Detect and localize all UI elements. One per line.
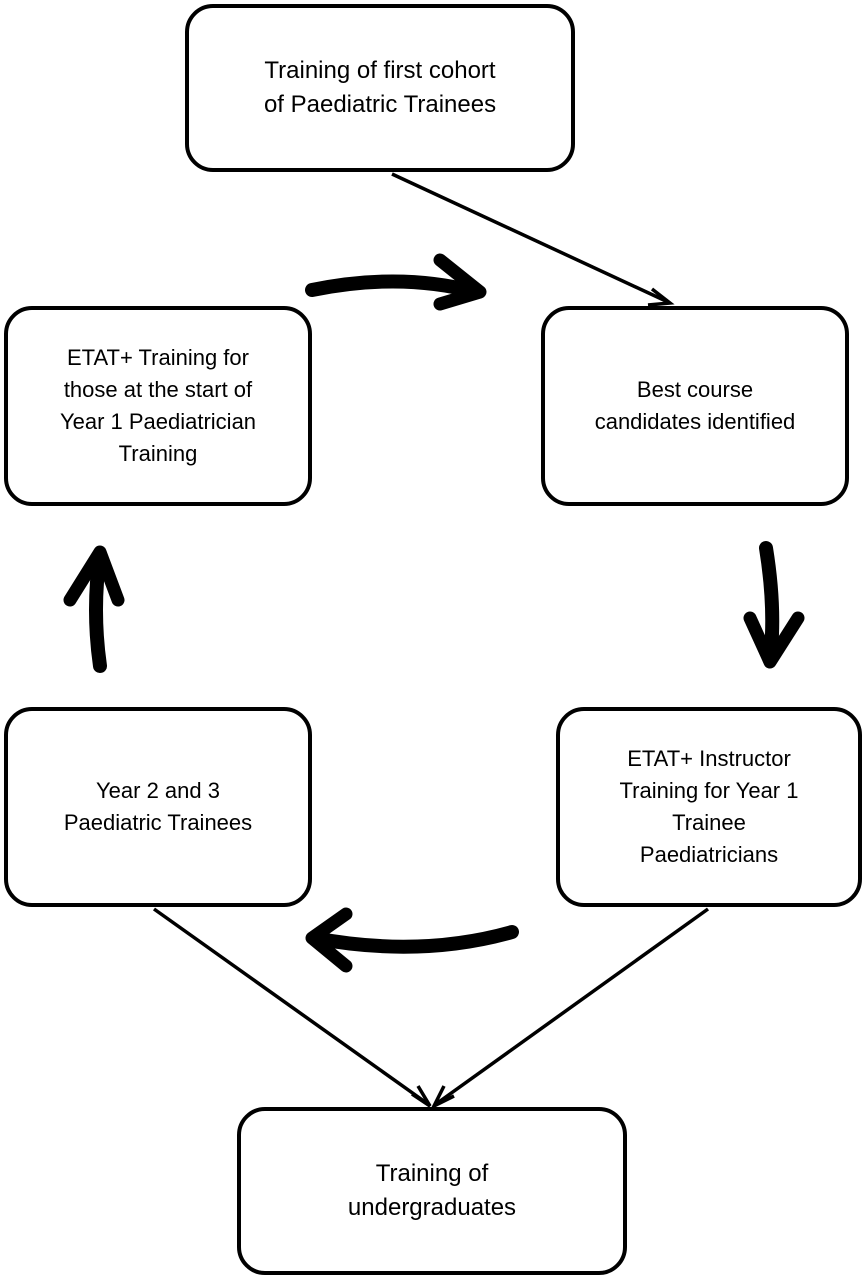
connector-year23-to-undergrad [152, 907, 432, 1108]
cycle-arrow-bottom [305, 907, 519, 973]
node-etat-training: ETAT+ Training for those at the start of… [4, 306, 312, 506]
node-first-cohort-training-label: Training of first cohort of Paediatric T… [263, 57, 497, 118]
node-first-cohort-training: Training of first cohort of Paediatric T… [185, 4, 575, 172]
cycle-arrow-left [63, 545, 125, 673]
node-instructor-training: ETAT+ Instructor Training for Year 1 Tra… [556, 707, 862, 907]
cycle-arrow-right [743, 541, 805, 669]
connector-top-to-best [391, 172, 675, 307]
node-best-candidates-label: Best course candidates identified [594, 377, 796, 434]
node-undergraduate-training-label: Training of undergraduates [347, 1160, 517, 1221]
node-year-2-3-trainees-label: Year 2 and 3 Paediatric Trainees [63, 778, 253, 835]
connector-instructor-to-undergrad [430, 907, 710, 1110]
node-etat-training-label: ETAT+ Training for those at the start of… [59, 345, 257, 466]
node-undergraduate-training: Training of undergraduates [237, 1107, 627, 1275]
cycle-arrow-top [305, 253, 487, 311]
node-instructor-training-label: ETAT+ Instructor Training for Year 1 Tra… [619, 746, 799, 867]
node-best-candidates: Best course candidates identified [541, 306, 849, 506]
node-year-2-3-trainees: Year 2 and 3 Paediatric Trainees [4, 707, 312, 907]
